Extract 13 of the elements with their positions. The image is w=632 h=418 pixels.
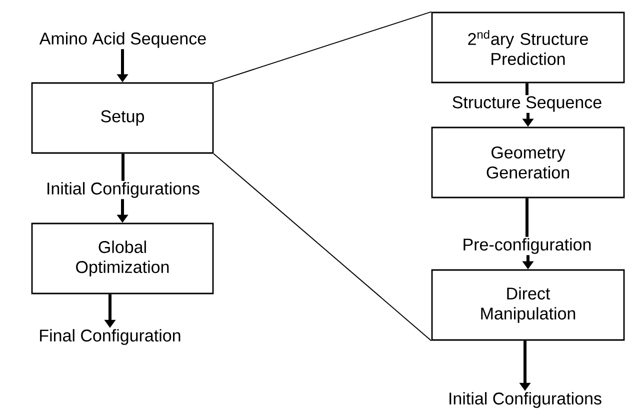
flow-label: Initial Configurations (48, 182, 200, 198)
process-box: 2$^{nd}$ary Structure Prediction (431, 12, 625, 84)
process-box: Global Optimization (31, 222, 214, 294)
process-box: Setup (31, 82, 214, 154)
process-box: Geometry Generation (431, 126, 625, 198)
flow-label: Final Configuration (40, 329, 180, 345)
zoom-line (213, 153, 432, 342)
flow-label: Structure Sequence (452, 96, 602, 112)
flow-label: Initial Configurations (450, 392, 602, 408)
flow-label: Pre-configuration (464, 238, 591, 254)
zoom-line (213, 11, 432, 83)
flow-label: Amino Acid Sequence (39, 32, 206, 48)
process-box: Direct Manipulation (431, 269, 625, 341)
